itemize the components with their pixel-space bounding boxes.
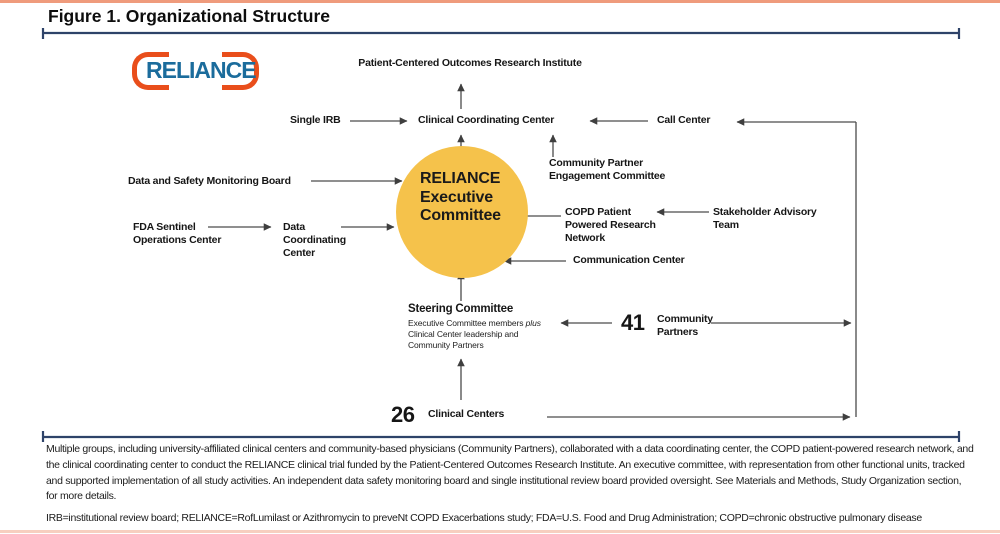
node-communication-center: Communication Center — [573, 254, 685, 266]
node-pcori: Patient-Centered Outcomes Research Insti… — [358, 57, 582, 69]
caption-line: Multiple groups, including university-af… — [46, 443, 974, 455]
steering-sub-italic: plus — [525, 318, 541, 328]
node-stakeholder-advisory: Stakeholder Advisory Team — [713, 206, 817, 231]
caption-line: for more details. — [46, 490, 117, 503]
clinical-centers-label: Clinical Centers — [428, 408, 505, 420]
figure-title: Figure 1. Organizational Structure — [48, 6, 330, 26]
logo-left-bracket-icon — [132, 52, 169, 90]
node-dsmb: Data and Safety Monitoring Board — [128, 175, 291, 187]
node-clinical-coordinating-center: Clinical Coordinating Center — [418, 114, 555, 126]
steering-committee-subtext: Executive Committee members plus Clinica… — [408, 318, 541, 351]
executive-committee-label: RELIANCE Executive Committee — [420, 170, 501, 224]
caption-line: and supported implementation of all stud… — [46, 474, 962, 487]
figure-caption: Multiple groups, including university-af… — [46, 442, 974, 505]
node-fda-sentinel: FDA Sentinel Operations Center — [133, 221, 222, 246]
steering-sub-rest: Clinical Center leadership and Community… — [408, 329, 519, 350]
steering-sub-prefix: Executive Committee members — [408, 318, 526, 328]
community-partners-count: 41 — [621, 310, 645, 335]
node-call-center: Call Center — [657, 114, 711, 126]
caption-line: the clinical coordinating center to cond… — [46, 458, 965, 471]
node-single-irb: Single IRB — [290, 114, 341, 126]
node-data-coordinating-center: Data Coordinating Center — [283, 221, 346, 259]
page-top-accent-line — [0, 0, 1000, 3]
node-steering-committee: Steering Committee — [408, 303, 514, 315]
abbreviations-line: IRB=institutional review board; RELIANCE… — [46, 512, 922, 524]
node-community-partner-engagement: Community Partner Engagement Committee — [549, 157, 666, 182]
community-partners-label: Community Partners — [657, 313, 713, 338]
page-bottom-accent-line — [0, 530, 1000, 533]
logo-text: RELIANCE — [146, 57, 257, 83]
node-copd-pprn: COPD Patient Powered Research Network — [565, 206, 656, 244]
logo-right-bracket-icon — [222, 52, 259, 90]
clinical-centers-count: 26 — [391, 402, 415, 427]
executive-committee-circle — [396, 146, 528, 278]
